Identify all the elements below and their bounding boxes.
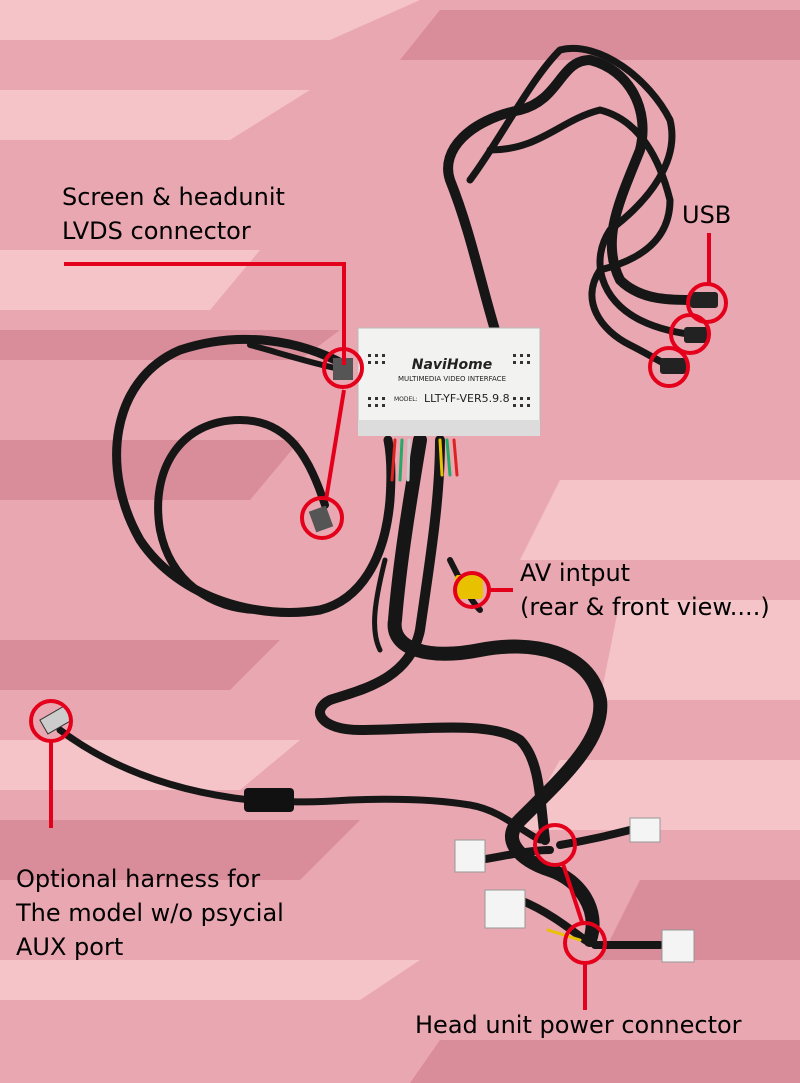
lvds-connector-bottom: [308, 505, 334, 533]
device-brand: NaviHome: [412, 357, 493, 373]
lvds-circle-bottom: [300, 496, 344, 540]
aux-module: [244, 788, 294, 812]
lvds-line-2: LVDS connector: [62, 217, 251, 245]
power-circle-2: [563, 921, 607, 965]
power-plug-d: [661, 929, 695, 963]
device-model-label: MODEL:: [394, 396, 418, 403]
av-line-1: AV intput: [520, 559, 631, 587]
lvds-circle-top: [322, 347, 364, 389]
usb-plug-2: [684, 327, 710, 343]
callouts: [29, 233, 728, 1010]
power-plug-c: [629, 817, 661, 843]
vent-dots-left: [368, 354, 385, 407]
connectors: [39, 292, 718, 963]
optional-line-1: Optional harness for: [16, 865, 261, 893]
vent-dots-right: [513, 354, 530, 407]
usb-circle-3: [648, 346, 690, 388]
usb-plug-3: [660, 358, 686, 374]
usb-plug-1: [690, 292, 718, 308]
av-line-2: (rear & front view....): [520, 593, 770, 621]
power-plug-a: [454, 839, 486, 873]
power-circle-1: [533, 823, 577, 867]
lvds-connector-top: [333, 358, 353, 380]
aux-circle: [29, 699, 73, 743]
lvds-line-1: Screen & headunit: [62, 183, 285, 211]
av-rca-plugs: [455, 575, 483, 599]
power-callout-label: Head unit power connector: [415, 1011, 742, 1039]
usb-callout-label: USB: [682, 201, 732, 229]
power-plug-b: [484, 889, 526, 929]
optional-line-3: AUX port: [16, 933, 124, 961]
device-model-value: LLT-YF-VER5.9.8: [424, 392, 510, 405]
usb-circle-2: [669, 313, 711, 355]
interface-box: NaviHome MULTIMEDIA VIDEO INTERFACE MODE…: [357, 327, 541, 436]
av-callout-label: AV intput (rear & front view....): [520, 556, 770, 624]
device-subtitle: MULTIMEDIA VIDEO INTERFACE: [398, 375, 506, 383]
av-circle: [453, 571, 491, 609]
optional-line-2: The model w/o psycial: [16, 899, 284, 927]
